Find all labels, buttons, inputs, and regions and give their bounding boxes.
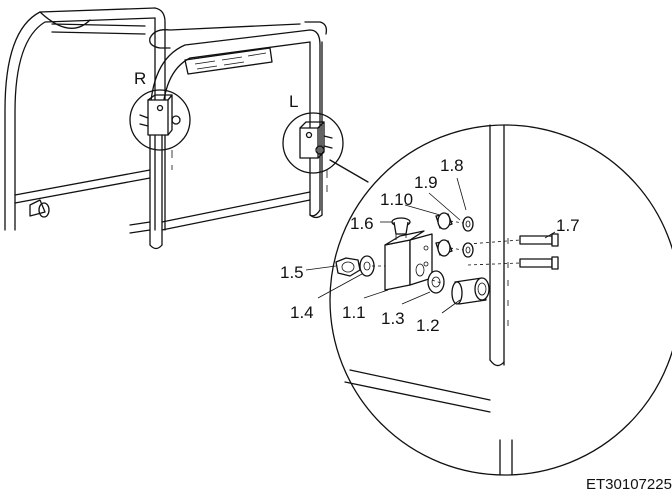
spacer-washer bbox=[427, 270, 445, 294]
left-side-detail bbox=[282, 112, 344, 174]
drawing-code: ET30107225 bbox=[586, 476, 672, 493]
cap-insert bbox=[391, 217, 411, 235]
callout-1-1: 1.1 bbox=[342, 303, 366, 322]
clamp-bracket bbox=[384, 226, 433, 291]
bolt-upper bbox=[519, 233, 559, 247]
sleeve-bushing bbox=[451, 277, 490, 305]
washer-upper bbox=[462, 216, 474, 232]
locknut-lower bbox=[435, 239, 453, 257]
callout-1-5: 1.5 bbox=[280, 263, 304, 282]
callout-1-6: 1.6 bbox=[350, 214, 374, 233]
exploded-detail-view bbox=[329, 124, 672, 476]
bolt-lower bbox=[519, 256, 559, 270]
washer-lower bbox=[462, 242, 474, 258]
large-washer bbox=[359, 255, 375, 277]
detail-leader bbox=[329, 159, 369, 183]
hex-nut bbox=[335, 257, 361, 277]
callout-1-3: 1.3 bbox=[381, 309, 405, 328]
right-side-detail bbox=[129, 89, 191, 151]
view-label-r: R bbox=[134, 69, 146, 88]
callout-1-2: 1.2 bbox=[416, 316, 440, 335]
callout-1-10: 1.10 bbox=[380, 190, 413, 209]
callout-leaders bbox=[305, 177, 556, 314]
callout-1-7: 1.7 bbox=[556, 216, 580, 235]
callout-1-8: 1.8 bbox=[440, 156, 464, 175]
callout-1-9: 1.9 bbox=[414, 173, 438, 192]
view-label-l: L bbox=[289, 92, 298, 111]
callout-1-4: 1.4 bbox=[290, 303, 314, 322]
locknut-upper bbox=[435, 212, 453, 230]
